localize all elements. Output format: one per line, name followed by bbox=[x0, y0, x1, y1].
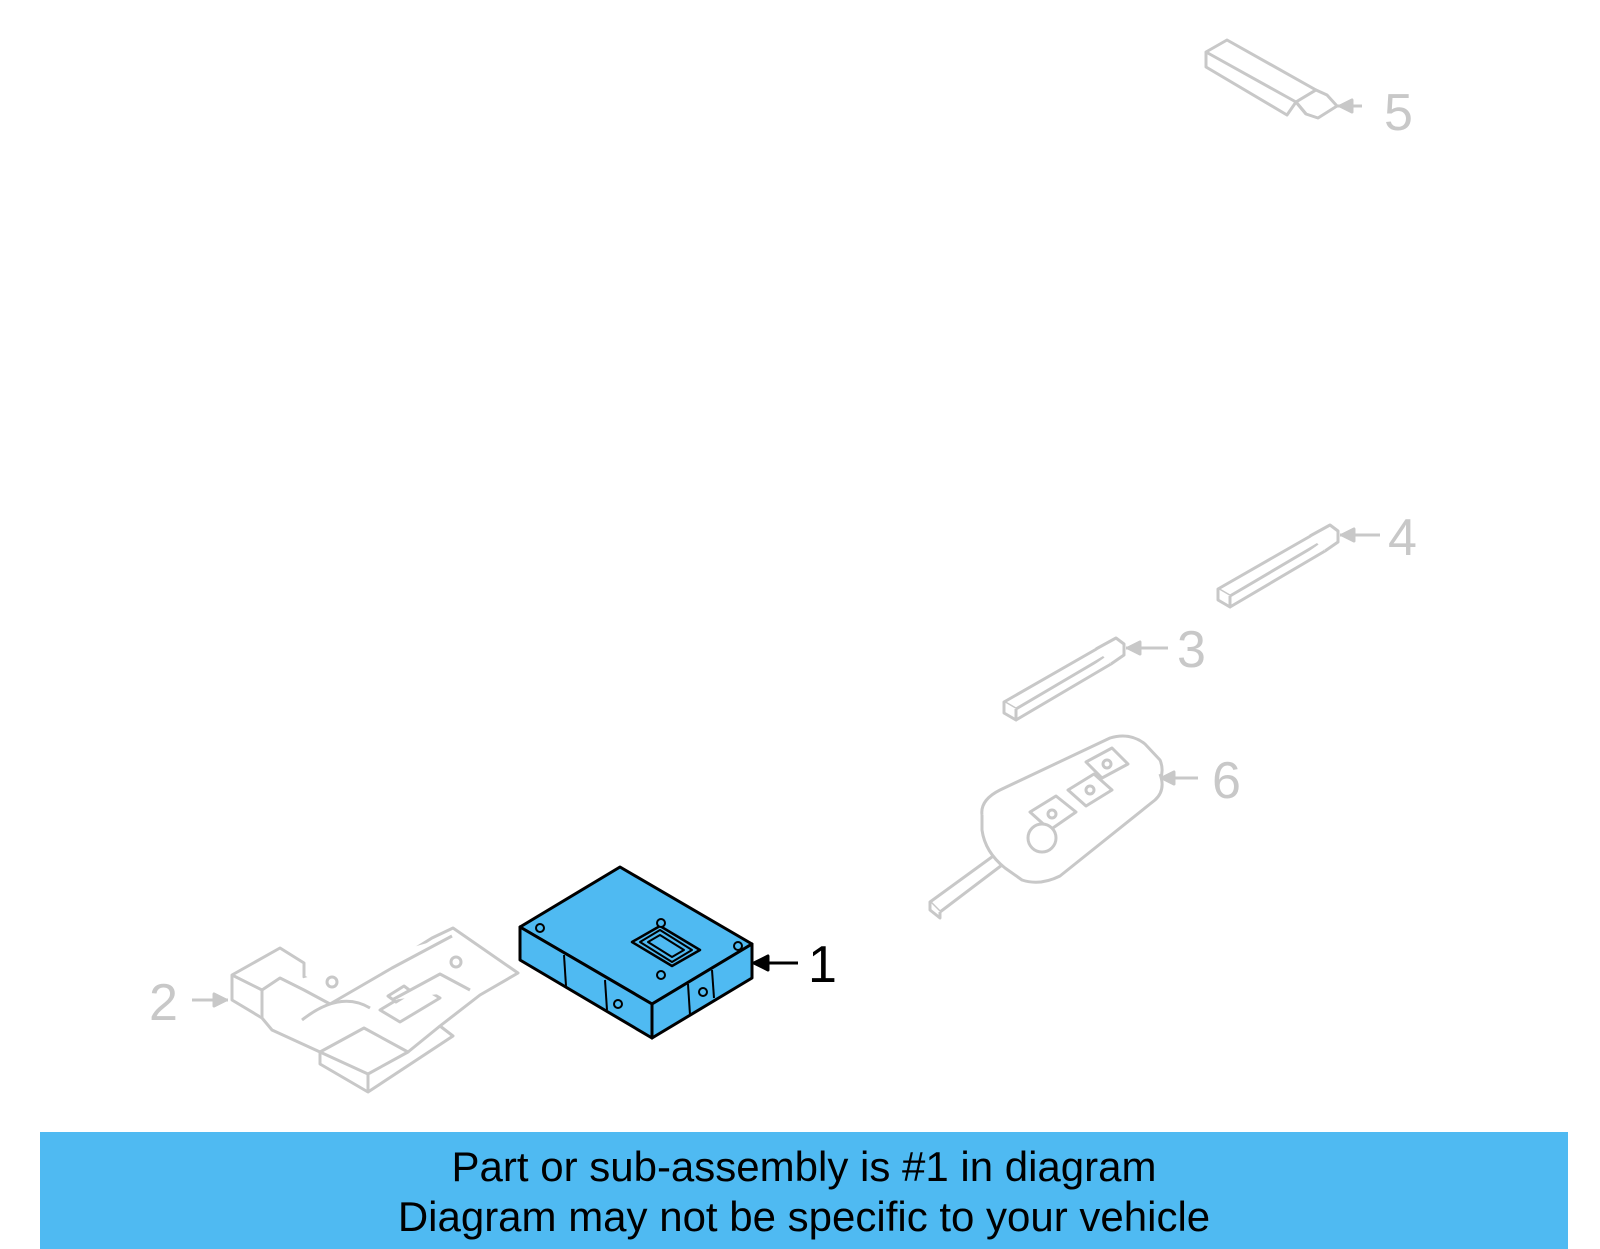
info-banner: Part or sub-assembly is #1 in diagram Di… bbox=[40, 1132, 1568, 1249]
callout-number-6: 6 bbox=[1212, 752, 1241, 810]
part-1-control-module[interactable] bbox=[518, 865, 798, 1040]
part-4-key-blank[interactable] bbox=[1216, 523, 1380, 609]
callout-number-3: 3 bbox=[1177, 621, 1206, 679]
info-banner-background bbox=[40, 1132, 1568, 1249]
callout-number-4: 4 bbox=[1388, 509, 1417, 567]
banner-line-disclaimer: Diagram may not be specific to your vehi… bbox=[397, 1193, 1211, 1240]
callout-number-5: 5 bbox=[1384, 84, 1413, 142]
part-3-key-blank[interactable] bbox=[1002, 636, 1168, 722]
callout-number-1: 1 bbox=[808, 936, 837, 994]
part-2-mounting-bracket[interactable] bbox=[192, 926, 520, 1094]
callout-number-2: 2 bbox=[149, 974, 178, 1032]
banner-line-part-number: Part or sub-assembly is #1 in diagram bbox=[451, 1143, 1157, 1190]
part-6-remote-key-fob[interactable] bbox=[928, 734, 1198, 920]
part-5-key-blank[interactable] bbox=[1204, 38, 1362, 120]
